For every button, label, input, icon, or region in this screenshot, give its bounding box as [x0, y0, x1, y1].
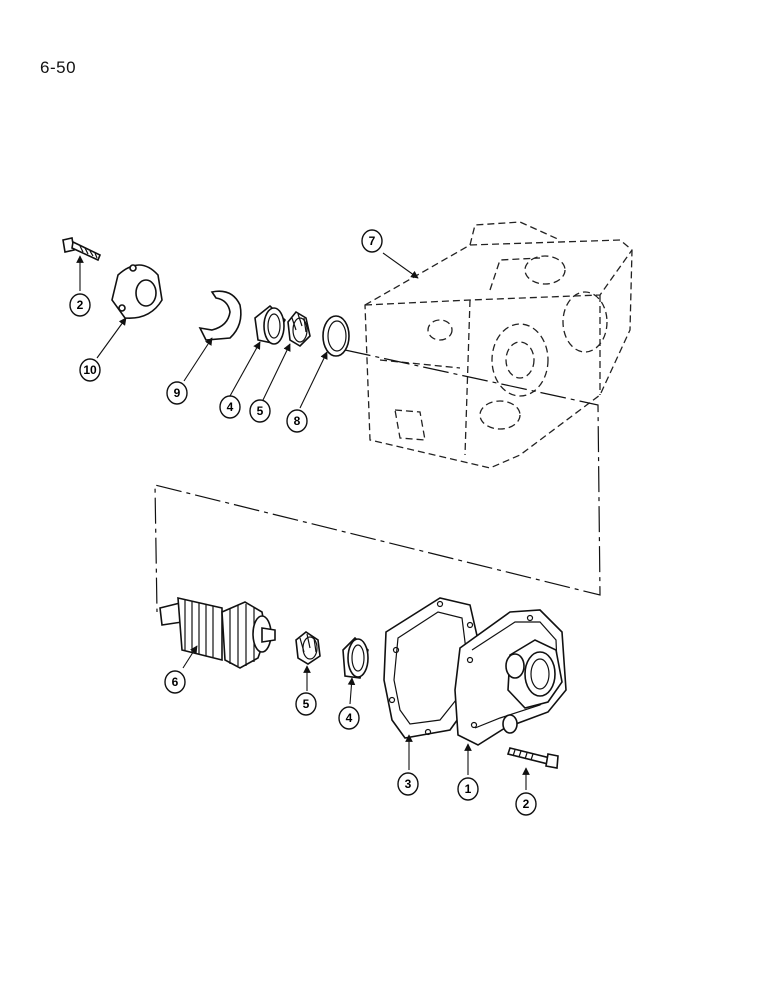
- callout-circle: [457, 777, 479, 801]
- bolt-upper: [62, 237, 102, 262]
- callout-label: 5: [257, 404, 264, 418]
- callout-label: 9: [174, 386, 181, 400]
- callout-label: 2: [77, 298, 84, 312]
- callout-circle: [361, 229, 383, 253]
- callout-circle: [219, 395, 241, 419]
- callout-6: 6: [164, 670, 186, 694]
- callout-label: 4: [346, 711, 353, 725]
- retainer-plate: [111, 264, 163, 319]
- callout-1: 1: [457, 777, 479, 801]
- bolt-lower: [506, 747, 559, 769]
- callout-circle: [515, 792, 537, 816]
- leader-lines: [76, 252, 530, 790]
- callout-circle: [397, 772, 419, 796]
- callout-7: 7: [361, 229, 383, 253]
- callout-circle: [69, 293, 91, 317]
- transmission-housing-phantom: [364, 221, 633, 469]
- callout-4: 4: [338, 706, 360, 730]
- bearing-cone-upper: [287, 310, 311, 348]
- shaft-centerline: [154, 349, 601, 613]
- housing-cover: [454, 609, 567, 746]
- callout-2: 2: [515, 792, 537, 816]
- callout-3: 3: [397, 772, 419, 796]
- seal-ring: [322, 315, 350, 357]
- callout-circle: [166, 381, 188, 405]
- bearing-cup-upper: [254, 304, 287, 345]
- callout-4: 4: [219, 395, 241, 419]
- callout-circle: [338, 706, 360, 730]
- callout-group: 7 2 10 9 4 5 8 6 5 4 3 1 2: [69, 229, 537, 816]
- callout-label: 4: [227, 400, 234, 414]
- callout-label: 1: [465, 782, 472, 796]
- callout-5: 5: [295, 692, 317, 716]
- bearing-cup-lower: [342, 636, 369, 679]
- callout-circle: [286, 409, 308, 433]
- callout-circle: [295, 692, 317, 716]
- callout-10: 10: [79, 358, 101, 382]
- callout-8: 8: [286, 409, 308, 433]
- callout-label: 10: [83, 363, 97, 377]
- callout-label: 7: [369, 234, 376, 248]
- callout-label: 8: [294, 414, 301, 428]
- callout-circle: [79, 358, 101, 382]
- page-number: 6-50: [40, 58, 77, 77]
- cluster-gear-shaft: [159, 596, 276, 669]
- snap-ring: [198, 290, 242, 341]
- gasket: [383, 597, 479, 739]
- callout-2: 2: [69, 293, 91, 317]
- callout-label: 3: [405, 777, 412, 791]
- callout-circle: [164, 670, 186, 694]
- callout-label: 6: [172, 675, 179, 689]
- callout-5: 5: [249, 399, 271, 423]
- bearing-cone-lower: [295, 631, 321, 665]
- callout-label: 5: [303, 697, 310, 711]
- callout-circle: [249, 399, 271, 423]
- callout-label: 2: [523, 797, 530, 811]
- callout-9: 9: [166, 381, 188, 405]
